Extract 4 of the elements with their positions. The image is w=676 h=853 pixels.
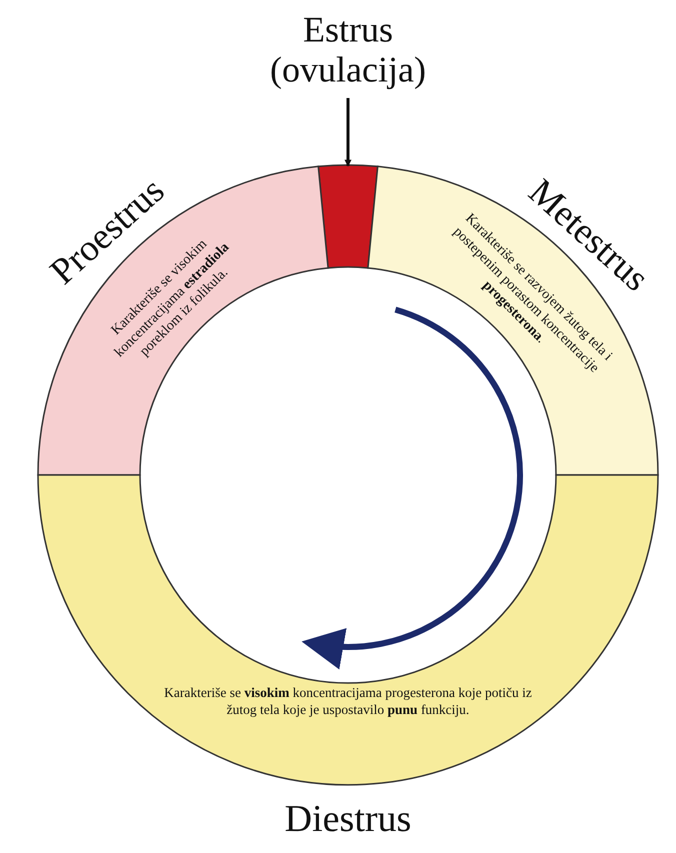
arrow <box>344 98 352 167</box>
phase-heading: Diestrus <box>284 799 412 841</box>
phase-heading: Estrus (ovulacija) <box>269 10 427 90</box>
phase-description: Karakteriše se visokim koncentracijama progesterona koje potiču iz žutog tela koje je uspostavilo punu funkciju. <box>163 685 533 719</box>
